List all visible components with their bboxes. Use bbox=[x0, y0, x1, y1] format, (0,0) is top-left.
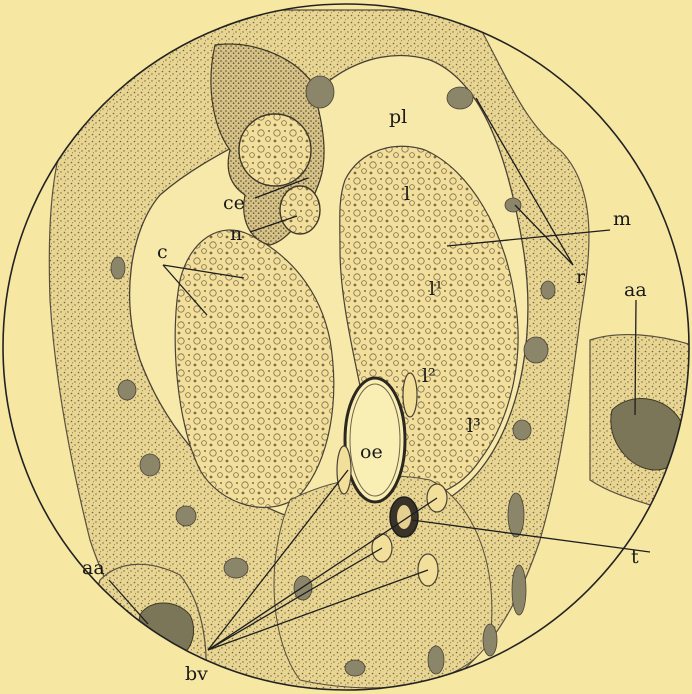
label-l2: l² bbox=[422, 365, 436, 387]
label-l3: l³ bbox=[467, 415, 481, 437]
label-t: t bbox=[631, 546, 639, 568]
label-c: c bbox=[157, 241, 168, 263]
label-ce: ce bbox=[223, 192, 245, 214]
blood-vessel bbox=[337, 446, 351, 494]
aa-mass-left bbox=[139, 603, 194, 660]
label-bv: bv bbox=[185, 663, 208, 685]
label-l1: l¹ bbox=[429, 278, 443, 300]
label-n: n bbox=[230, 223, 242, 245]
label-aa-left: aa bbox=[82, 557, 105, 579]
upper-cell-ring bbox=[239, 114, 311, 186]
label-pl: pl bbox=[389, 106, 407, 128]
label-aa-right: aa bbox=[624, 279, 647, 301]
label-m: m bbox=[613, 208, 631, 230]
label-l: l bbox=[404, 183, 410, 205]
nucleus-cell bbox=[280, 186, 320, 234]
oesophagus bbox=[345, 378, 405, 502]
blood-vessel bbox=[403, 373, 417, 417]
label-r: r bbox=[576, 266, 586, 288]
label-oe: oe bbox=[360, 441, 383, 463]
